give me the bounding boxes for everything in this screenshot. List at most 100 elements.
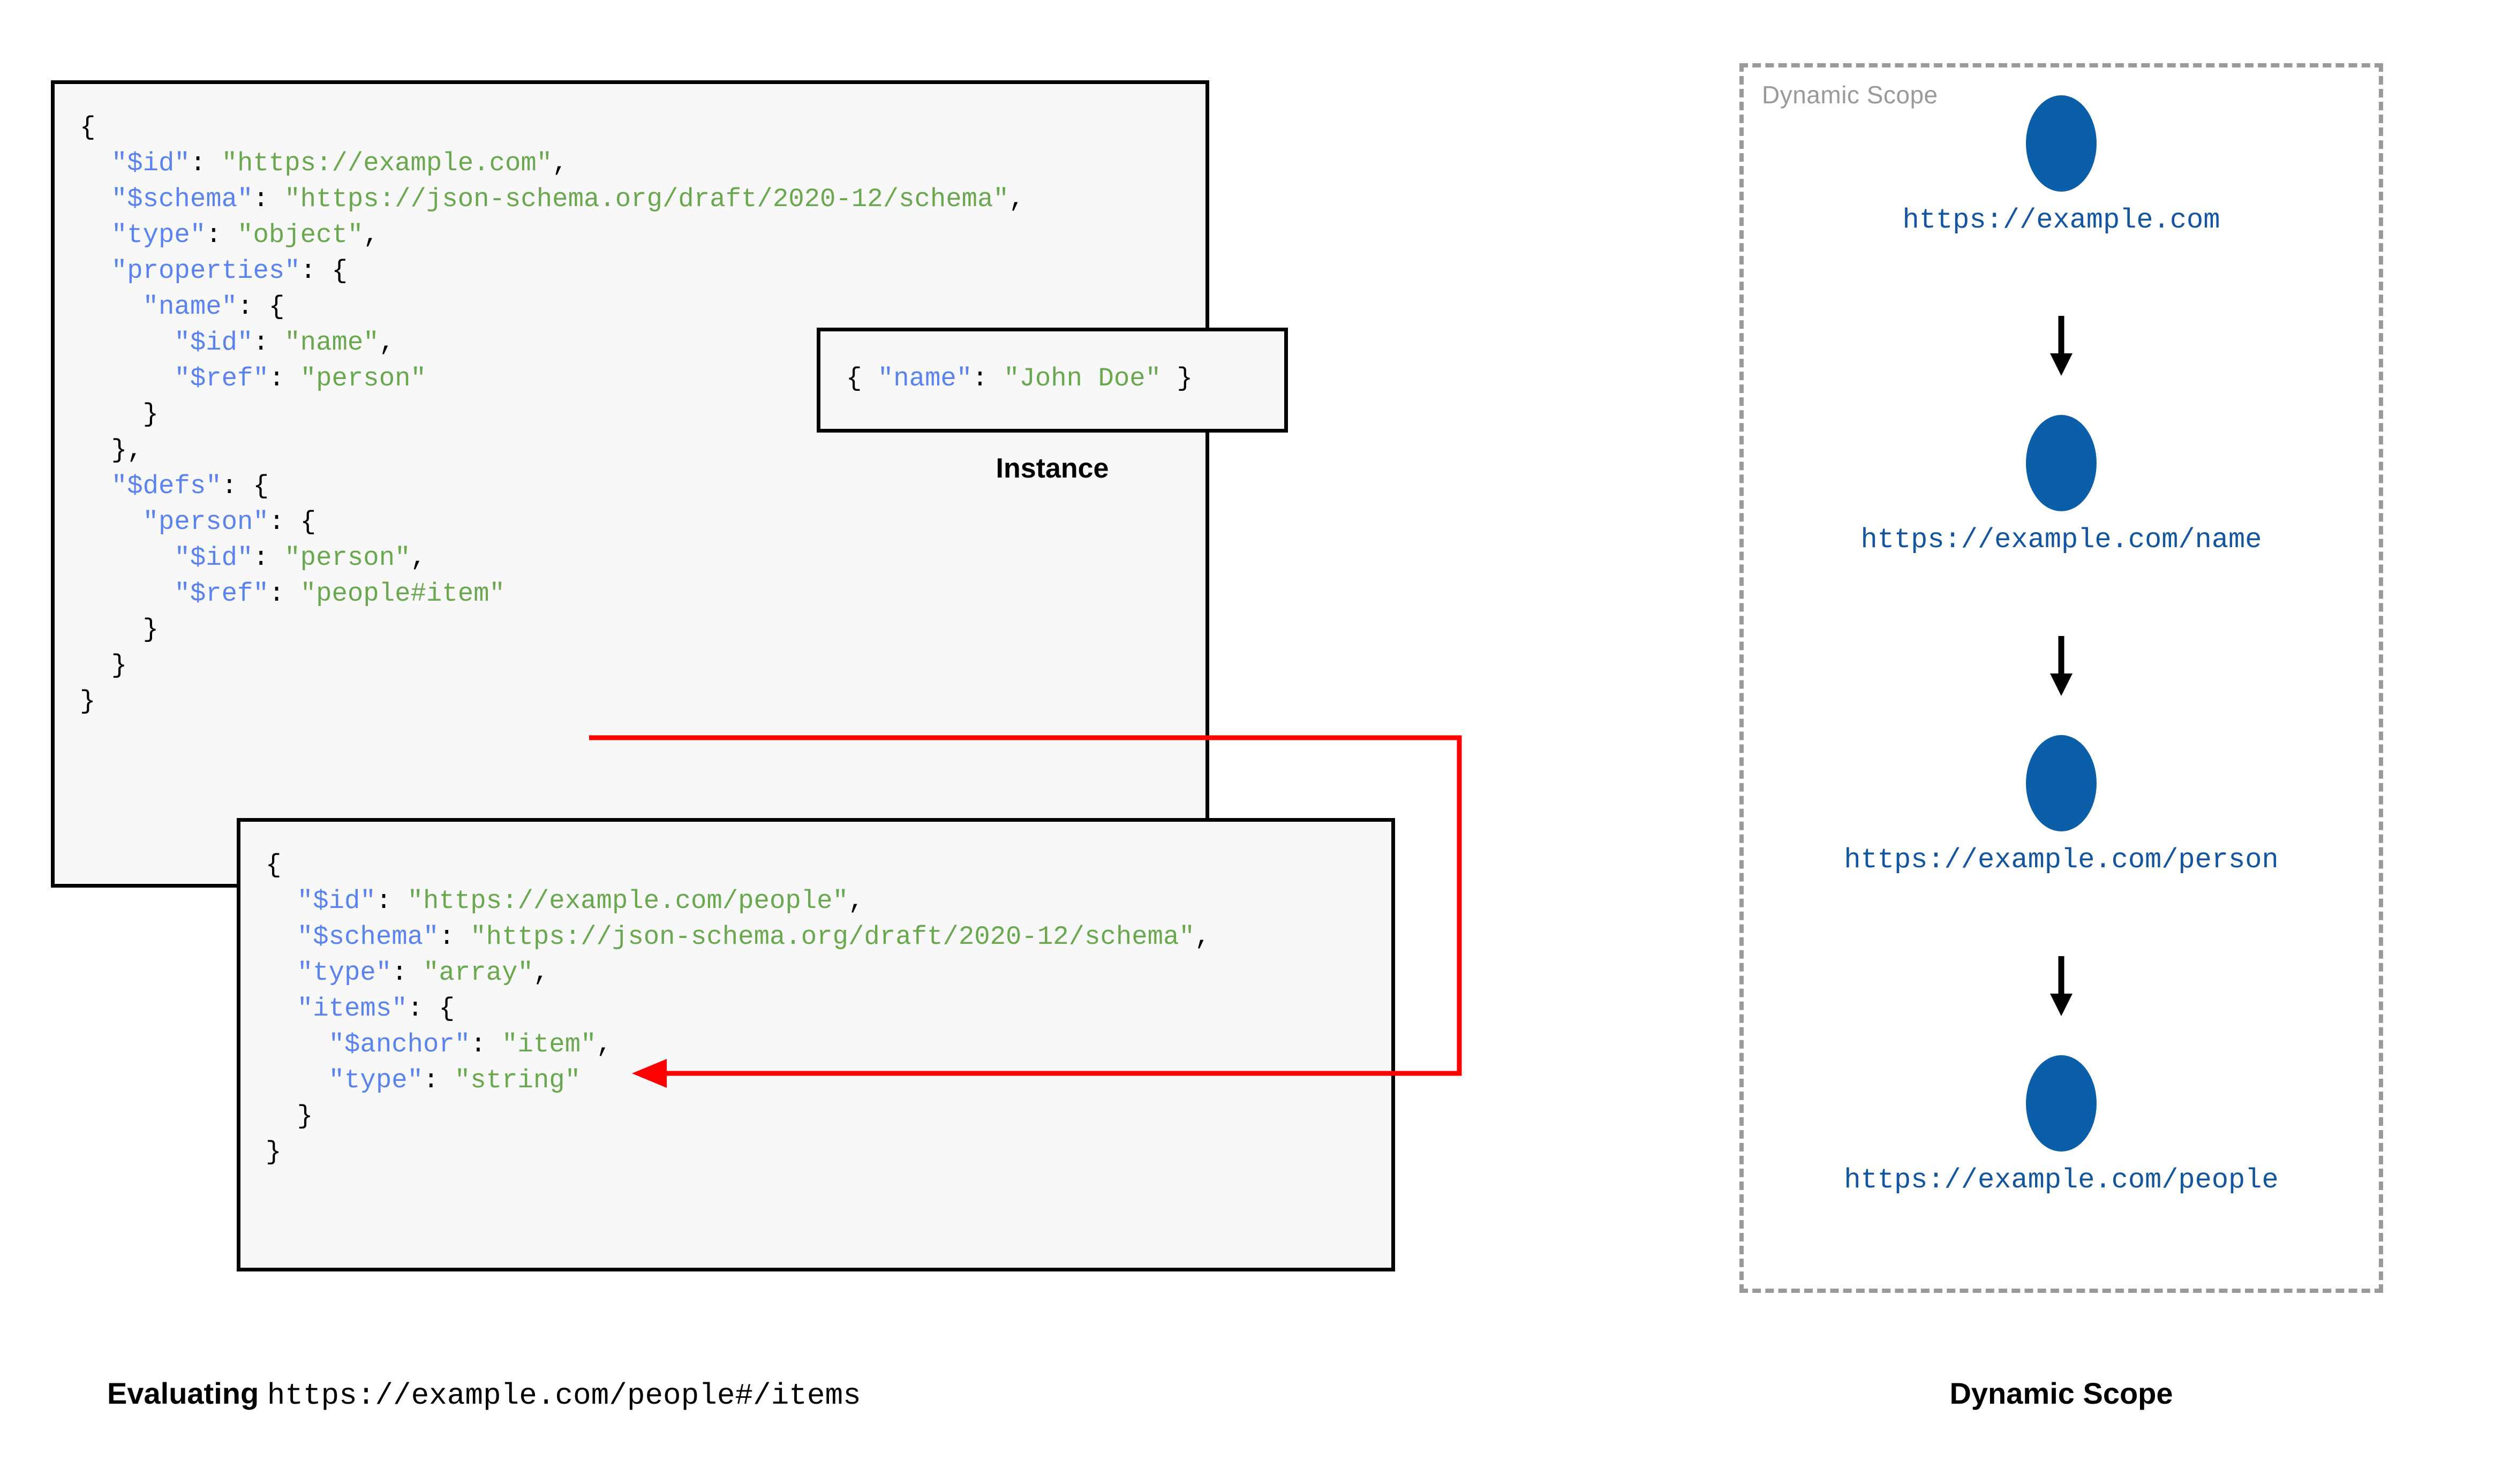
code-token: : bbox=[206, 220, 238, 250]
evaluating-url: https://example.com/people#/items bbox=[267, 1379, 861, 1413]
code-token: , bbox=[552, 148, 568, 178]
code-token: , bbox=[596, 1029, 612, 1059]
code-token: "$ref" bbox=[174, 364, 269, 393]
code-token: , bbox=[1008, 184, 1025, 214]
instance-code: { "name": "John Doe" } bbox=[846, 361, 1193, 397]
code-line: "$schema": "https://json-schema.org/draf… bbox=[266, 919, 1211, 955]
code-token: "$schema" bbox=[111, 184, 253, 214]
code-token: "item" bbox=[502, 1029, 597, 1059]
code-token: "https://json-schema.org/draft/2020-12/s… bbox=[470, 922, 1195, 952]
code-token: "name" bbox=[284, 328, 379, 358]
code-token bbox=[80, 148, 111, 178]
code-token: "$defs" bbox=[111, 471, 222, 501]
code-line: "$id": "person", bbox=[80, 540, 1024, 576]
code-token bbox=[80, 184, 111, 214]
code-line: } bbox=[80, 648, 1024, 684]
code-token: "items" bbox=[297, 994, 408, 1024]
scope-node-1: https://example.com/name bbox=[1739, 415, 2383, 556]
instance-caption: Instance bbox=[996, 453, 1109, 484]
code-token bbox=[266, 922, 297, 952]
code-token: : bbox=[190, 148, 222, 178]
code-token: "name" bbox=[142, 292, 238, 322]
code-token: , bbox=[379, 328, 395, 358]
code-line: } bbox=[80, 684, 1024, 720]
scope-arrow-2 bbox=[1739, 956, 2383, 1020]
code-token: , bbox=[1194, 922, 1211, 952]
code-token: : bbox=[268, 364, 300, 393]
code-line: } bbox=[80, 397, 1024, 433]
code-token bbox=[266, 886, 297, 916]
code-token: "$id" bbox=[174, 543, 253, 573]
code-token: } bbox=[266, 1101, 313, 1131]
code-token: } bbox=[80, 686, 96, 716]
code-token bbox=[80, 507, 143, 537]
scope-node-0: https://example.com bbox=[1739, 95, 2383, 236]
code-token: "person" bbox=[142, 507, 269, 537]
scope-node-label: https://example.com/people bbox=[1844, 1164, 2279, 1196]
code-line: { "name": "John Doe" } bbox=[846, 361, 1193, 397]
code-line: "items": { bbox=[266, 991, 1210, 1027]
code-token: : { bbox=[300, 256, 348, 286]
code-token: "properties" bbox=[111, 256, 300, 286]
code-token bbox=[80, 364, 174, 393]
code-line: { bbox=[266, 847, 1210, 883]
code-token: } bbox=[80, 399, 159, 429]
code-line: } bbox=[266, 1134, 1210, 1170]
code-line: } bbox=[80, 612, 1024, 648]
scope-node-2: https://example.com/person bbox=[1739, 735, 2383, 876]
code-token: , bbox=[363, 220, 379, 250]
code-token: "type" bbox=[297, 958, 392, 988]
code-line: "$ref": "people#item" bbox=[80, 576, 1024, 612]
code-token: , bbox=[410, 543, 426, 573]
code-token bbox=[80, 471, 111, 501]
dynamic-scope-panel bbox=[1739, 63, 2383, 1293]
code-token: : { bbox=[268, 507, 316, 537]
code-token bbox=[266, 958, 297, 988]
scope-node-label: https://example.com/name bbox=[1860, 524, 2262, 556]
instance-box: { "name": "John Doe" } bbox=[817, 328, 1288, 433]
code-token: , bbox=[533, 958, 549, 988]
code-token: "https://example.com/people" bbox=[407, 886, 848, 916]
code-line: "$id": "https://example.com", bbox=[80, 146, 1024, 181]
code-token: { bbox=[846, 364, 878, 393]
code-token bbox=[80, 328, 174, 358]
code-token: : { bbox=[407, 994, 455, 1024]
code-token: "https://example.com" bbox=[221, 148, 553, 178]
code-token: "type" bbox=[328, 1065, 424, 1095]
code-token: } bbox=[80, 615, 159, 645]
code-token: : { bbox=[237, 292, 285, 322]
code-line: "properties": { bbox=[80, 253, 1024, 289]
code-line: "$id": "name", bbox=[80, 325, 1024, 361]
code-token: { bbox=[80, 112, 96, 142]
code-token: } bbox=[266, 1137, 282, 1167]
scope-node-ellipse bbox=[2026, 735, 2097, 831]
code-token: "people#item" bbox=[300, 579, 505, 609]
code-token: "object" bbox=[237, 220, 364, 250]
scope-node-label: https://example.com bbox=[1902, 205, 2220, 236]
code-token bbox=[80, 579, 174, 609]
root-schema-code: { "$id": "https://example.com", "$schema… bbox=[80, 110, 1024, 720]
code-token: : bbox=[375, 886, 408, 916]
code-line: } bbox=[266, 1099, 1210, 1134]
code-token bbox=[80, 543, 174, 573]
evaluating-label: Evaluating bbox=[107, 1376, 259, 1410]
code-line: "$defs": { bbox=[80, 468, 1024, 504]
code-token: , bbox=[848, 886, 864, 916]
code-token bbox=[266, 1029, 329, 1059]
scope-node-label: https://example.com/person bbox=[1844, 844, 2279, 876]
scope-node-ellipse bbox=[2026, 1055, 2097, 1152]
people-schema-box: { "$id": "https://example.com/people", "… bbox=[237, 818, 1395, 1271]
code-token: "https://json-schema.org/draft/2020-12/s… bbox=[284, 184, 1009, 214]
scope-arrow-0 bbox=[1739, 316, 2383, 380]
code-line: "type": "object", bbox=[80, 217, 1024, 253]
code-token: "person" bbox=[284, 543, 411, 573]
code-token: : { bbox=[221, 471, 269, 501]
code-line: "$id": "https://example.com/people", bbox=[266, 883, 1210, 919]
code-line: "type": "string" bbox=[266, 1063, 1210, 1099]
code-line: "$anchor": "item", bbox=[266, 1027, 1210, 1063]
code-token: "$schema" bbox=[297, 922, 439, 952]
code-token: "$id" bbox=[111, 148, 190, 178]
evaluating-caption: Evaluating https://example.com/people#/i… bbox=[107, 1376, 861, 1413]
code-line: "type": "array", bbox=[266, 955, 1210, 991]
code-token: : bbox=[439, 922, 471, 952]
